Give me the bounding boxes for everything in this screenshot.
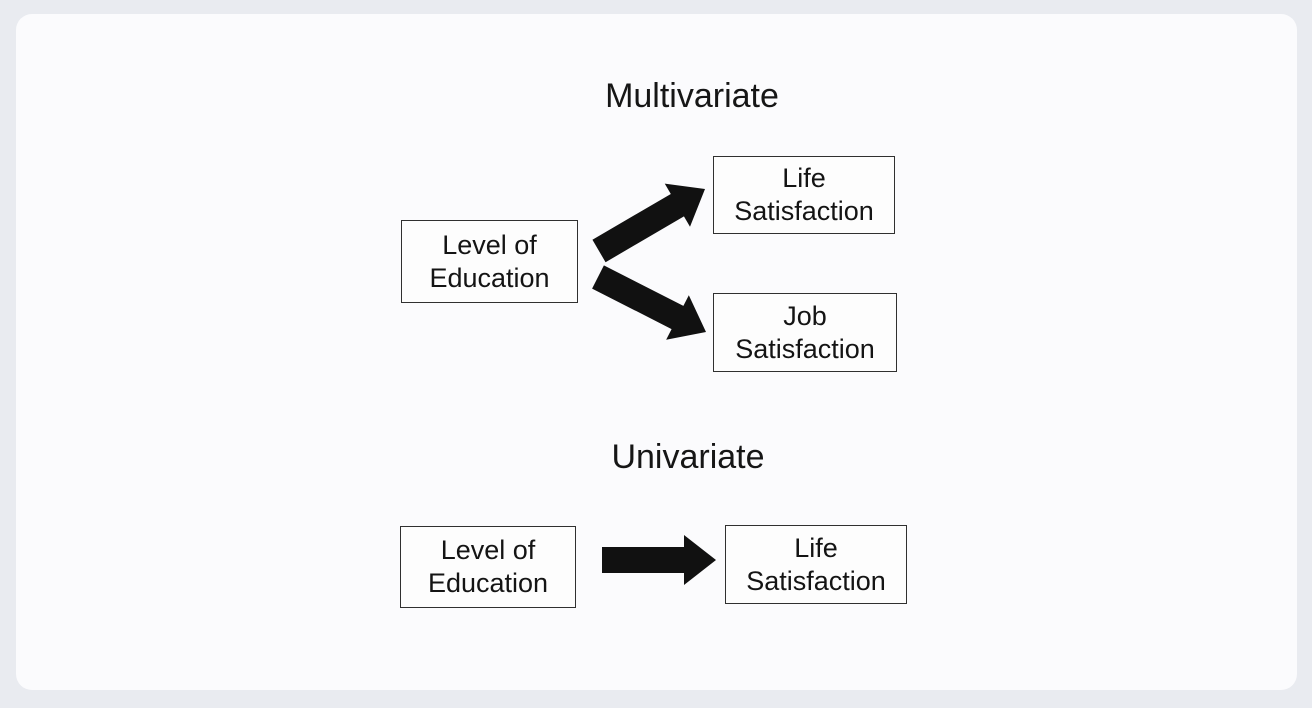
node-label-line: Job — [783, 300, 827, 331]
node-life-satisfaction-multivariate: Life Satisfaction — [713, 156, 895, 234]
univariate-title: Univariate — [611, 438, 765, 476]
node-label-line: Education — [427, 568, 549, 598]
node-label-line: Level of — [440, 535, 536, 565]
node-job-satisfaction-multivariate: Job Satisfaction — [713, 293, 897, 372]
node-label-line: Satisfaction — [746, 565, 886, 596]
node-level-of-education-multivariate: Level of Education — [401, 220, 578, 303]
node-label-line: Satisfaction — [735, 333, 875, 364]
node-level-of-education-univariate: Level of Education — [400, 526, 576, 608]
node-label-line: Satisfaction — [734, 196, 874, 226]
node-label-line: Life — [794, 532, 838, 563]
multivariate-title: Multivariate — [605, 77, 779, 115]
node-label-line: Level of — [442, 229, 537, 260]
node-label-line: Life — [782, 163, 826, 193]
node-life-satisfaction-univariate: Life Satisfaction — [725, 525, 907, 604]
node-label-line: Education — [429, 262, 550, 293]
